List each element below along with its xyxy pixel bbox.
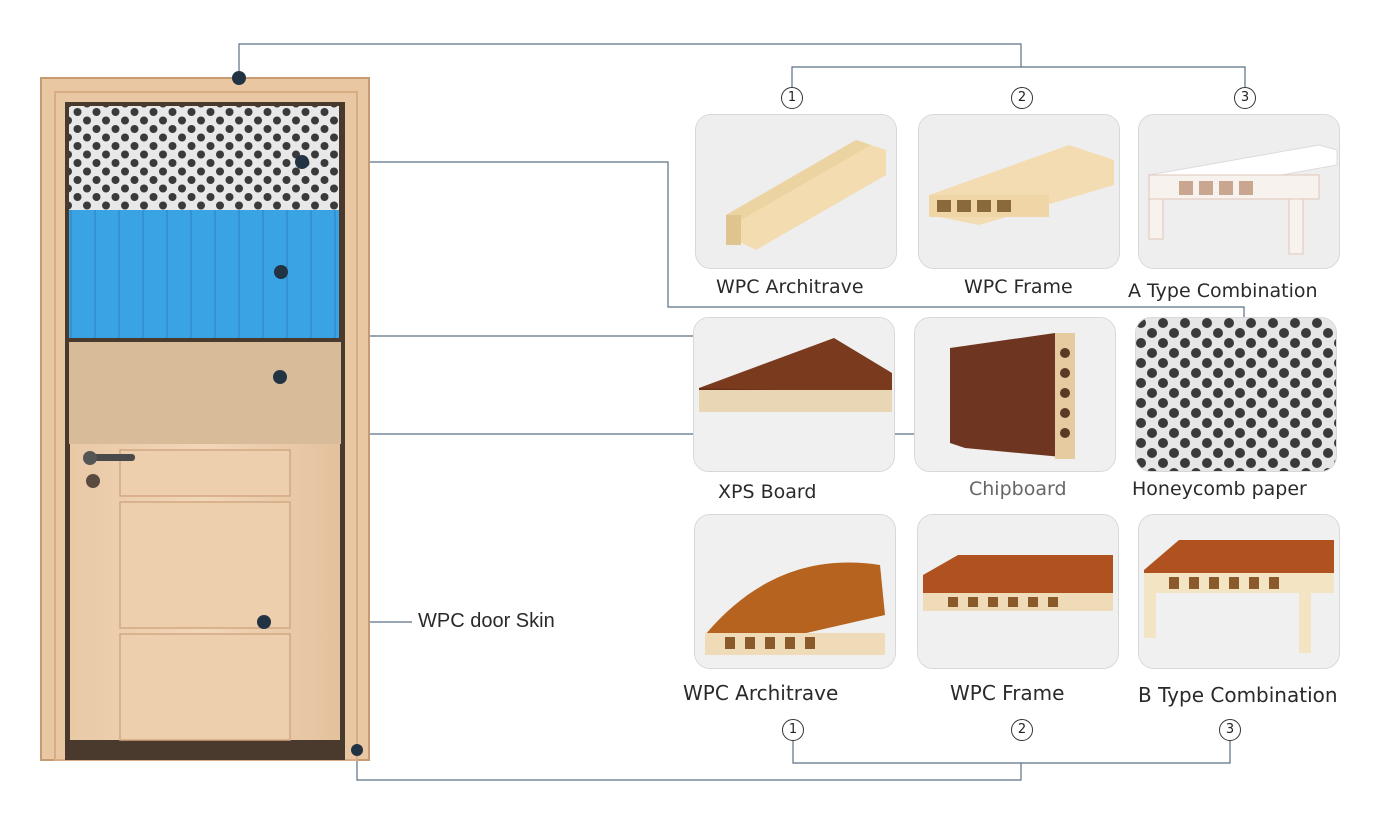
connector-bottom-bracket [792,741,1231,764]
row2-label-2: Chipboard [969,478,1067,500]
dot-door-skin [257,615,271,629]
door-handle [85,454,135,461]
row2-label-3: Honeycomb paper [1132,478,1307,500]
card-wpc-frame-b [917,514,1119,669]
connector-frame-bottom [356,750,1022,781]
row2-label-1: XPS Board [718,481,817,503]
chipboard-layer [69,342,341,444]
xps-layer [69,210,339,338]
card-b-type-combination [1138,514,1340,669]
connector-top-bracket [791,66,1246,87]
dot-chipboard [273,370,287,384]
card-wpc-architrave-b [694,514,896,669]
row3-number-1: 1 [782,719,804,741]
row1-number-1: 1 [781,87,803,109]
dot-frame-top [232,71,246,85]
connector-honeycomb [302,161,1245,318]
door-skin-label: WPC door Skin [418,610,555,632]
row1-label-2: WPC Frame [964,276,1073,298]
row1-number-2: 2 [1011,87,1033,109]
row3-number-2: 2 [1011,719,1033,741]
dot-frame-bottom [351,744,363,756]
row3-label-2: WPC Frame [950,681,1065,705]
row3-number-3: 3 [1219,719,1241,741]
door-illustration [40,77,370,761]
honeycomb-layer [69,106,339,210]
card-wpc-architrave-a [695,114,897,269]
row3-label-1: WPC Architrave [683,681,839,705]
dot-xps [274,265,288,279]
row1-label-1: WPC Architrave [716,276,864,298]
row1-label-3: A Type Combination [1128,280,1318,302]
dot-honeycomb [295,155,309,169]
card-honeycomb-paper [1135,317,1337,472]
row1-number-3: 3 [1234,87,1256,109]
card-wpc-frame-a [918,114,1120,269]
card-a-type-combination [1138,114,1340,269]
connector-frame-top [238,43,1022,78]
card-chipboard [914,317,1116,472]
card-xps-board [693,317,895,472]
row3-label-3: B Type Combination [1138,683,1338,707]
